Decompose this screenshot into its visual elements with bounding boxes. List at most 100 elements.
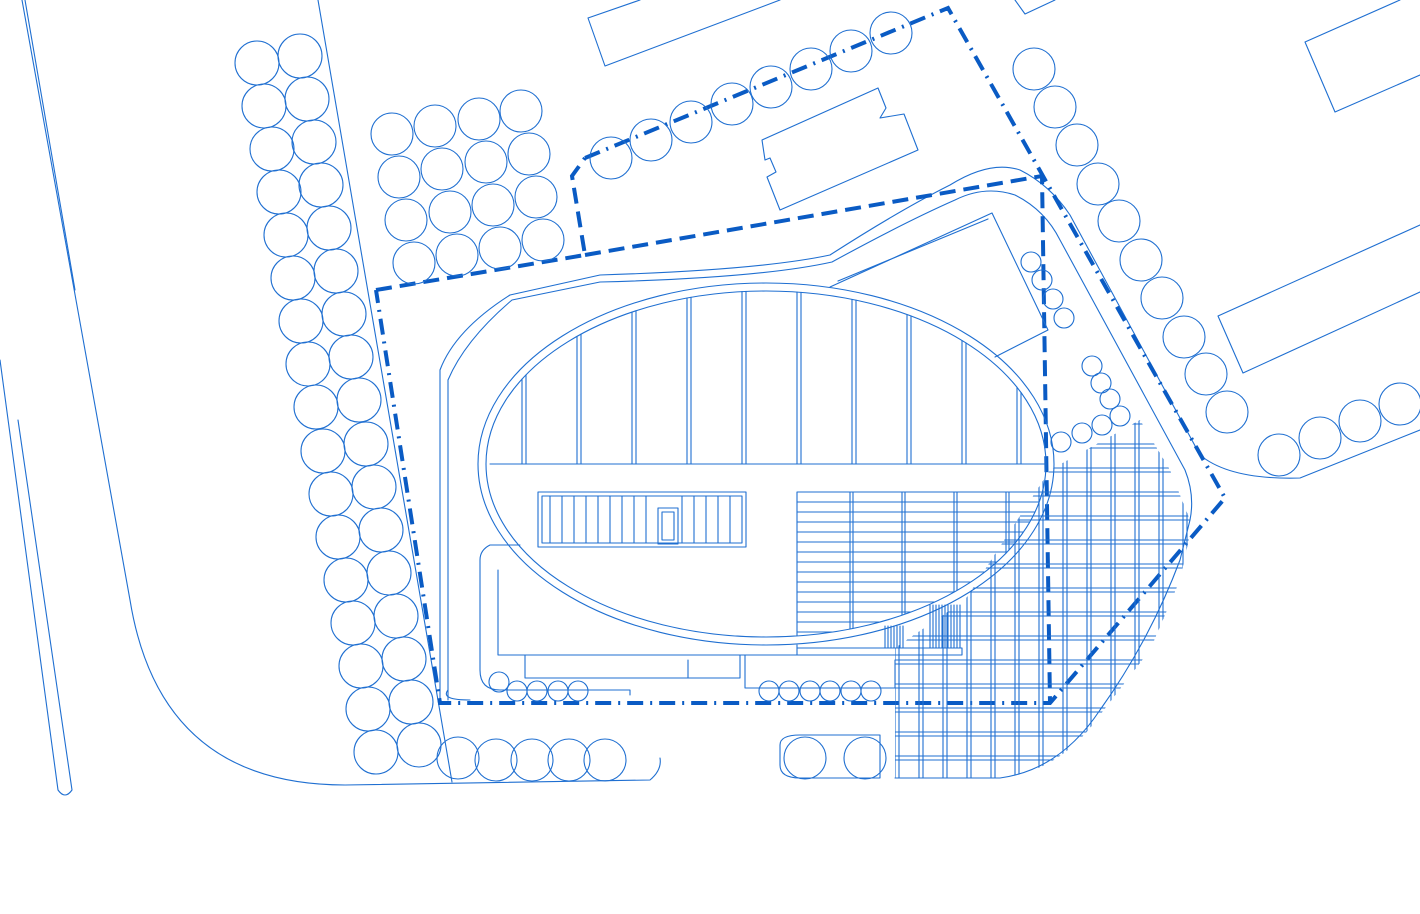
road-left-edge [24,0,76,291]
tree [488,671,510,693]
tree [1097,199,1141,243]
tree [526,680,548,702]
tree [370,112,414,156]
tree [345,686,391,732]
tree [293,384,339,430]
tree [1090,372,1112,394]
tree [1378,382,1420,426]
tree [567,680,589,702]
tree [1109,405,1131,427]
tree [336,377,382,423]
tree [358,507,404,553]
tree [819,680,841,702]
tree [869,11,913,55]
tree [249,126,295,172]
tree [1257,433,1301,477]
tree [420,147,464,191]
annex-north-east-inner [837,218,989,282]
tree [373,593,419,639]
tree [1055,123,1099,167]
tree [435,233,479,277]
tree [313,248,359,294]
tree [1162,315,1206,359]
tree [829,29,873,73]
tree [384,198,428,242]
tree [323,557,369,603]
tree [1119,238,1163,282]
tree [547,680,569,702]
tree [353,729,399,775]
lift-core-inner [661,511,675,541]
tree [1071,422,1093,444]
tree [436,736,480,780]
tree [1042,288,1064,310]
tree [1338,399,1382,443]
roads [0,0,1420,796]
tree [277,33,323,79]
tree [291,119,337,165]
road-left-strip [0,359,73,796]
tree [315,514,361,560]
stair-lines [549,495,731,544]
tree [507,132,551,176]
drop-off-loop [779,734,881,779]
tree [308,471,354,517]
tree [298,162,344,208]
tree [1298,416,1342,460]
tree [330,600,376,646]
building-east [1217,224,1420,374]
south-walk [445,689,471,701]
boundary-dash-dot [374,5,1228,705]
tree [789,47,833,91]
tree [366,550,412,596]
tree [1184,352,1228,396]
building-notched [761,87,919,211]
annex-west [479,544,631,696]
tree [1081,355,1103,377]
oval-roof-outer [477,282,1055,646]
tree [300,428,346,474]
tree [338,643,384,689]
property-boundaries [374,5,1228,705]
tree [284,76,330,122]
annex-north-east [829,212,1049,358]
tree [778,680,800,702]
building-north-2 [1014,0,1056,15]
tree [1205,390,1249,434]
tree [1099,388,1121,410]
tree [1020,251,1042,273]
tree [285,341,331,387]
tree [506,680,528,702]
tree [457,97,501,141]
roof-ribs [521,290,1022,465]
tree [799,680,821,702]
tree [783,736,827,780]
tree [514,175,558,219]
tree [1140,276,1184,320]
tree [1076,162,1120,206]
tree [521,218,565,262]
stair-block-inner [541,495,743,544]
tree [629,118,673,162]
tree [1033,85,1077,129]
tree [278,298,324,344]
tree [471,183,515,227]
tree [510,738,554,782]
tree [474,738,518,782]
building-north-1 [587,0,781,67]
tree [343,421,389,467]
tree [241,83,287,129]
tree [396,722,442,768]
tree [860,680,882,702]
tree [547,738,591,782]
podium-east [744,647,963,689]
tree [1031,269,1053,291]
tree [1091,414,1113,436]
tree [377,155,421,199]
stair-block [537,491,747,548]
lift-core [657,507,679,545]
tree [413,104,457,148]
building-north-3 [1304,0,1420,113]
tree [478,226,522,270]
annex-west-inner [497,569,798,656]
